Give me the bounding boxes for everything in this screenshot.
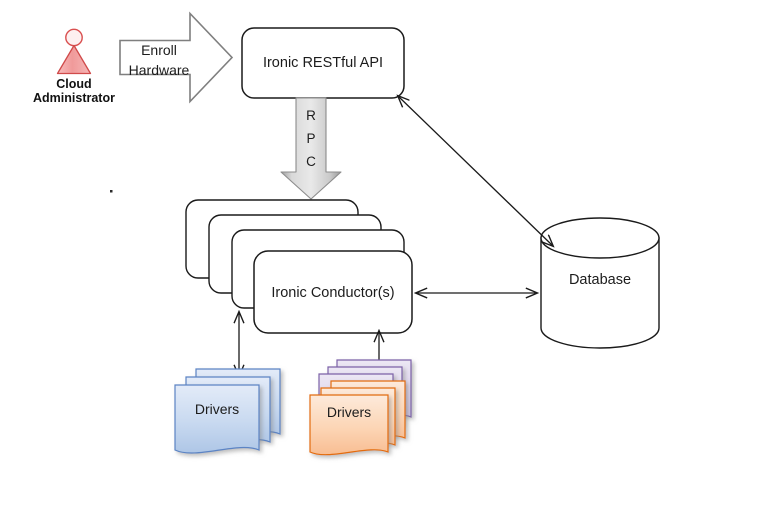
drivers-blue-hit-area[interactable] bbox=[175, 369, 280, 459]
enroll-hardware-label-line2: Hardware bbox=[128, 62, 190, 78]
stray-dot-mark bbox=[110, 190, 113, 193]
database-cylinder-node[interactable] bbox=[540, 217, 660, 349]
enroll-hardware-block-arrow bbox=[119, 11, 234, 104]
drivers-orange-doc-front bbox=[309, 394, 389, 456]
cloud-administrator-hit-area[interactable] bbox=[57, 28, 91, 76]
cloud-administrator-actor-icon bbox=[56, 28, 92, 75]
enroll-hardware-label-line1: Enroll bbox=[141, 42, 177, 58]
ironic-conductor-stack[interactable] bbox=[185, 199, 413, 334]
rpc-block-arrow bbox=[280, 97, 342, 200]
database-label: Database bbox=[568, 272, 632, 288]
drivers-blue-doc-front bbox=[174, 384, 260, 454]
drivers-blue-label: Drivers bbox=[194, 401, 240, 417]
ironic-conductor-hit-area[interactable] bbox=[254, 251, 412, 333]
drivers-stack-orange[interactable] bbox=[309, 359, 412, 456]
ironic-conductor-label: Ironic Conductor(s) bbox=[271, 285, 395, 301]
conductor-stack-box-front bbox=[253, 250, 413, 334]
drivers-orange-hit-area[interactable] bbox=[310, 360, 411, 459]
ironic-restful-api-hit-area[interactable] bbox=[242, 28, 404, 98]
cloud-administrator-label-line1: Cloud bbox=[56, 77, 92, 91]
drivers-stack-blue[interactable] bbox=[174, 368, 281, 454]
enroll-hardware-hit-area[interactable] bbox=[120, 13, 232, 102]
drivers-orange-label: Drivers bbox=[326, 404, 372, 420]
database-hit-area[interactable] bbox=[541, 218, 659, 348]
connector-api-database bbox=[398, 96, 553, 246]
rpc-label-c: C bbox=[306, 154, 316, 169]
rpc-label-p: P bbox=[306, 131, 316, 146]
ironic-restful-api-label: Ironic RESTful API bbox=[262, 55, 384, 71]
cloud-administrator-label-line2: Administrator bbox=[33, 91, 115, 105]
rpc-label-r: R bbox=[306, 108, 316, 123]
